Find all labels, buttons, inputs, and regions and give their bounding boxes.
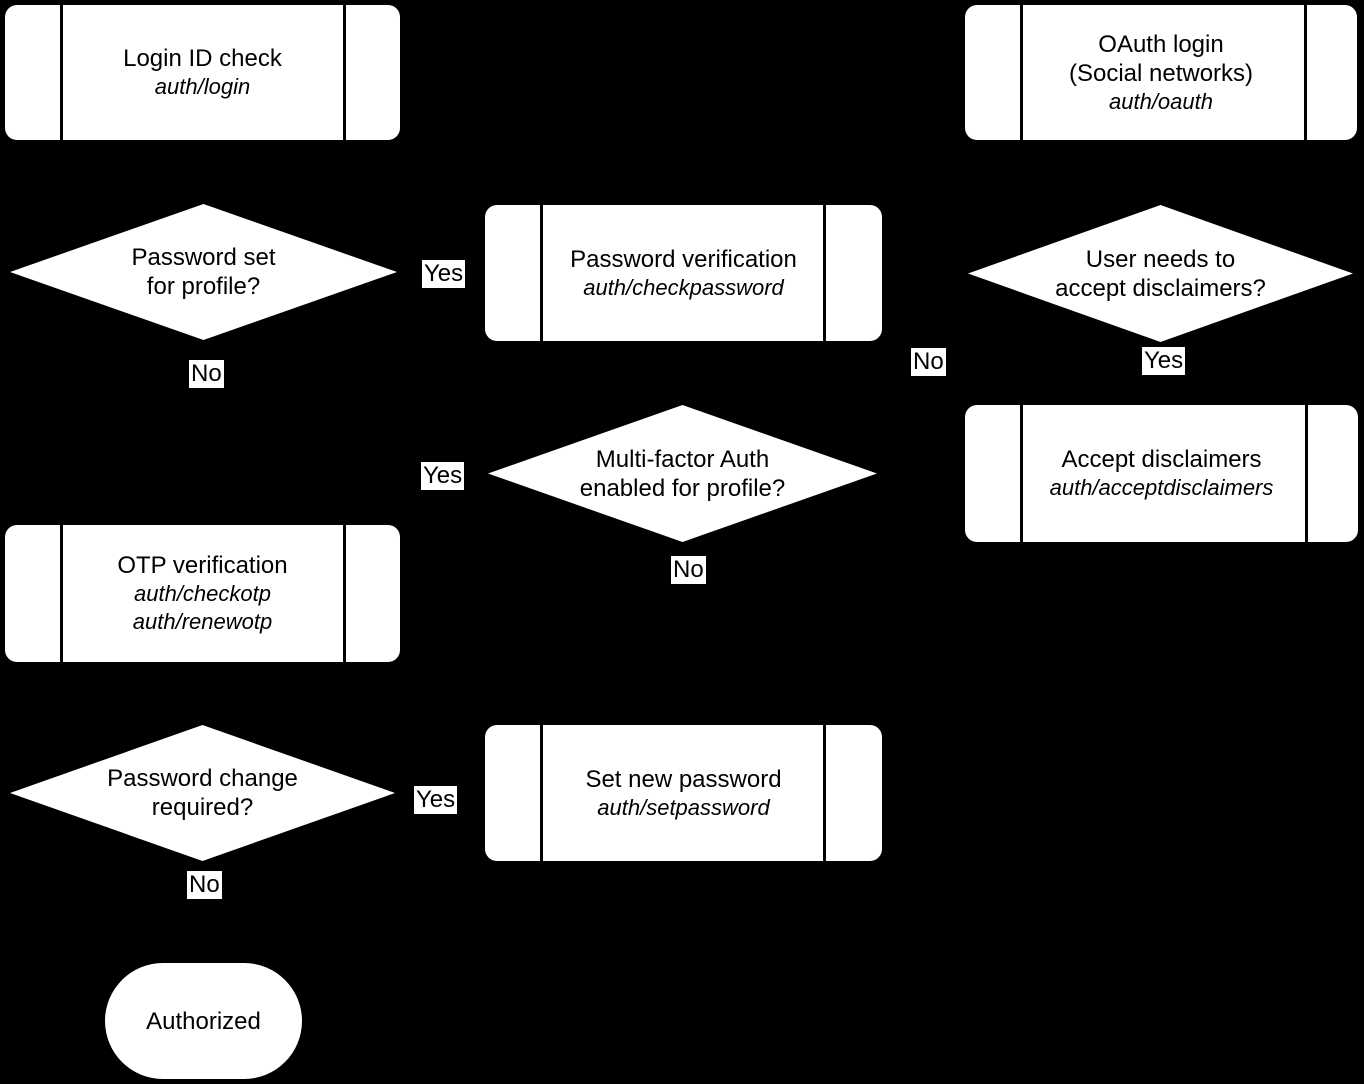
subroutine-bar-right (823, 205, 826, 341)
node-multi-factor-decision: Multi-factor Auth enabled for profile? (488, 405, 877, 542)
subroutine-bar-right (343, 525, 346, 662)
node-endpoints: auth/acceptdisclaimers (1049, 475, 1274, 500)
node-endpoints: auth/setpassword (597, 794, 770, 820)
node-title: Set new password (585, 765, 782, 793)
node-endpoints: auth/oauth (1109, 88, 1213, 114)
node-title: Password change required? (107, 765, 298, 821)
node-authorized-terminator: Authorized (105, 963, 302, 1079)
subroutine-bar-left (540, 205, 543, 341)
node-oauth-login: OAuth login (Social networks) auth/oauth (965, 5, 1357, 140)
node-login-id-check: Login ID check auth/login (5, 5, 400, 140)
node-title: Multi-factor Auth enabled for profile? (579, 445, 786, 502)
subroutine-bar-left (1020, 405, 1023, 542)
node-title: Login ID check (123, 45, 282, 72)
node-password-verification: Password verification auth/checkpassword (485, 205, 882, 341)
subroutine-bar-right (1305, 405, 1308, 542)
node-title: Password verification (570, 245, 797, 273)
edge-label-password-set-yes: Yes (422, 260, 466, 288)
subroutine-bar-left (60, 5, 63, 140)
edge-label-password-change-no: No (187, 871, 222, 899)
edge-label-multifactor-no: No (671, 556, 706, 584)
edge-label-disclaimers-no: No (911, 348, 946, 376)
node-title: User needs to accept disclaimers? (1055, 245, 1266, 302)
edge-label-multifactor-yes: Yes (421, 462, 465, 490)
subroutine-bar-left (1020, 5, 1023, 140)
node-accept-disclaimers: Accept disclaimers auth/acceptdisclaimer… (965, 405, 1358, 542)
node-endpoints: auth/login (154, 74, 251, 99)
subroutine-bar-right (1304, 5, 1307, 140)
edge-label-disclaimers-yes: Yes (1142, 347, 1186, 375)
edge-label-password-set-no: No (189, 360, 224, 388)
node-endpoints: auth/checkotp auth/renewotp (132, 581, 273, 634)
node-title: OAuth login (Social networks) (1068, 30, 1254, 87)
subroutine-bar-right (823, 725, 826, 861)
subroutine-bar-left (540, 725, 543, 861)
node-password-set-decision: Password set for profile? (10, 204, 397, 340)
node-otp-verification: OTP verification auth/checkotp auth/rene… (5, 525, 400, 662)
node-title: Password set for profile? (131, 244, 276, 300)
subroutine-bar-left (60, 525, 63, 662)
subroutine-bar-right (343, 5, 346, 140)
node-set-new-password: Set new password auth/setpassword (485, 725, 882, 861)
node-user-needs-disclaimers-decision: User needs to accept disclaimers? (968, 205, 1353, 342)
node-title: Accept disclaimers (1061, 446, 1262, 473)
node-endpoints: auth/checkpassword (583, 274, 784, 300)
node-title: Authorized (146, 1007, 261, 1035)
node-password-change-decision: Password change required? (10, 725, 395, 861)
node-title: OTP verification (117, 552, 288, 579)
edge-label-password-change-yes: Yes (414, 786, 458, 814)
